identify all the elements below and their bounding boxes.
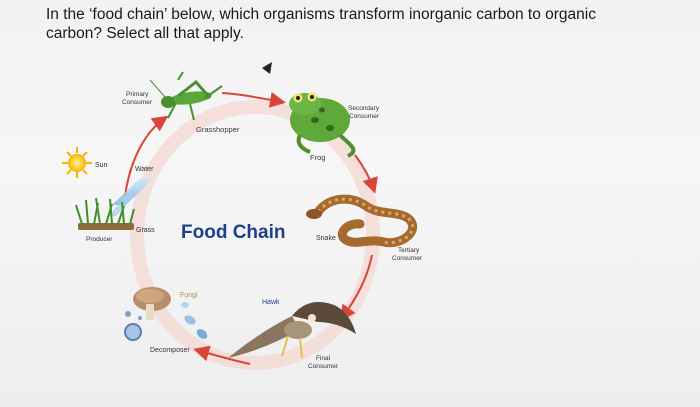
producer-label: Producer: [86, 236, 113, 243]
water-label: Water: [135, 166, 154, 173]
decomposer-label: Decomposer: [150, 347, 190, 354]
food-chain-title: Food Chain: [181, 222, 285, 243]
final-consumer-label-line2: Consumer: [308, 363, 339, 370]
primary-consumer-label-line1: Primary: [126, 91, 149, 98]
mouse-cursor-icon: [262, 62, 272, 74]
secondary-consumer-label-line1: Secondary: [348, 105, 380, 112]
snake-label: Snake: [316, 235, 336, 242]
tertiary-consumer-label-line2: Consumer: [392, 255, 423, 262]
secondary-consumer-label-line2: Consumer: [349, 113, 380, 120]
grass-label: Grass: [136, 227, 155, 234]
frog-label: Frog: [310, 153, 325, 162]
final-consumer-label-line1: Final: [316, 355, 331, 362]
grasshopper-label: Grasshopper: [196, 125, 240, 134]
primary-consumer-label-line2: Consumer: [122, 99, 153, 106]
fungi-label: Fungi: [180, 292, 198, 299]
sun-label: Sun: [95, 162, 108, 169]
sun-icon: [62, 147, 92, 178]
tertiary-consumer-label-line1: Tertiary: [398, 247, 420, 254]
hawk-label: Hawk: [262, 299, 280, 306]
